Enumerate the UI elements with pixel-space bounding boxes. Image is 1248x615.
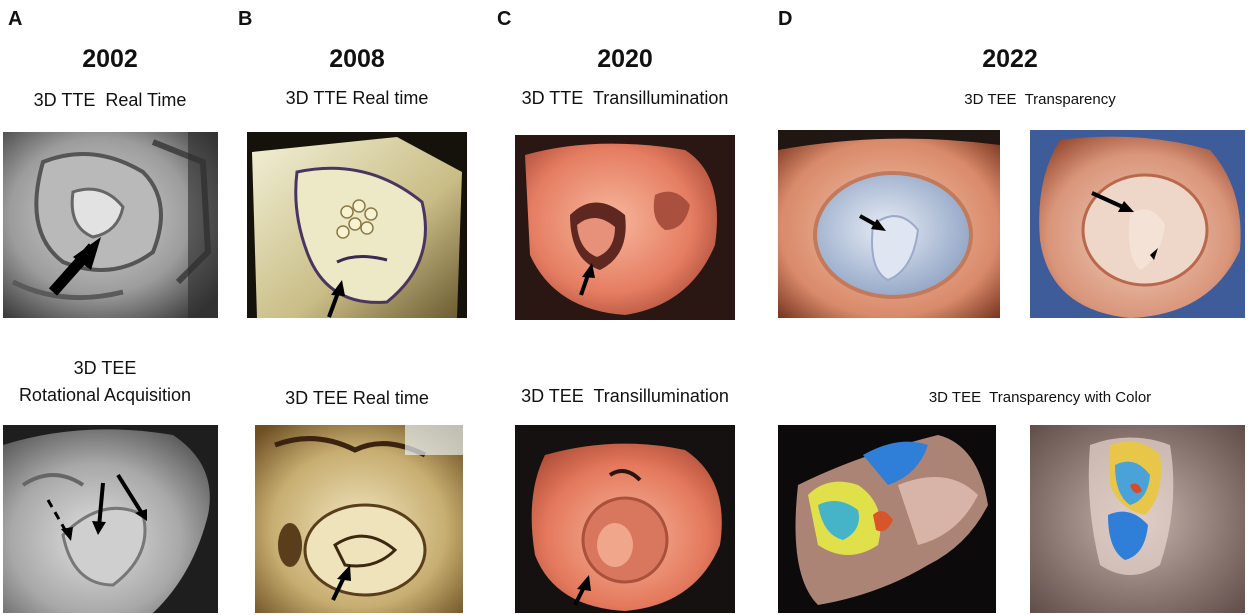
caption-a-bottom-line2: Rotational Acquisition <box>18 385 192 405</box>
image-b-bottom-tee-real-time <box>255 425 463 613</box>
caption-c-top: 3D TTE Transillumination <box>521 88 729 108</box>
image-d-bottom-right-tee-color <box>1030 425 1245 613</box>
panel-letter-c: C <box>497 8 512 30</box>
caption-c-bottom: 3D TEE Transillumination <box>521 386 729 406</box>
panel-letter-b: B <box>238 8 253 30</box>
image-c-top-tte-transillumination <box>515 135 735 320</box>
image-d-bottom-left-tee-color <box>778 425 996 613</box>
year-c: 2020 <box>597 45 653 73</box>
image-a-bottom-tee-rotational <box>3 425 218 613</box>
panel-letter-a: A <box>8 8 23 30</box>
image-d-top-left-tee-transparency <box>778 130 1000 318</box>
caption-d-bottom: 3D TEE Transparency with Color <box>928 389 1152 406</box>
year-a: 2002 <box>82 45 138 73</box>
year-b: 2008 <box>329 45 385 73</box>
caption-a-bottom-line1: 3D TEE <box>73 358 137 378</box>
image-b-top-tte-real-time <box>247 132 467 318</box>
image-c-bottom-tee-transillumination <box>515 425 735 613</box>
panel-letter-d: D <box>778 8 793 30</box>
caption-a-top: 3D TTE Real Time <box>33 90 187 110</box>
year-d: 2022 <box>982 45 1038 73</box>
caption-b-top: 3D TTE Real time <box>285 88 429 108</box>
caption-b-bottom: 3D TEE Real time <box>285 388 429 408</box>
image-a-top-tte-real-time <box>3 132 218 318</box>
caption-d-top: 3D TEE Transparency <box>964 91 1116 108</box>
image-d-top-right-tee-transparency <box>1030 130 1245 318</box>
